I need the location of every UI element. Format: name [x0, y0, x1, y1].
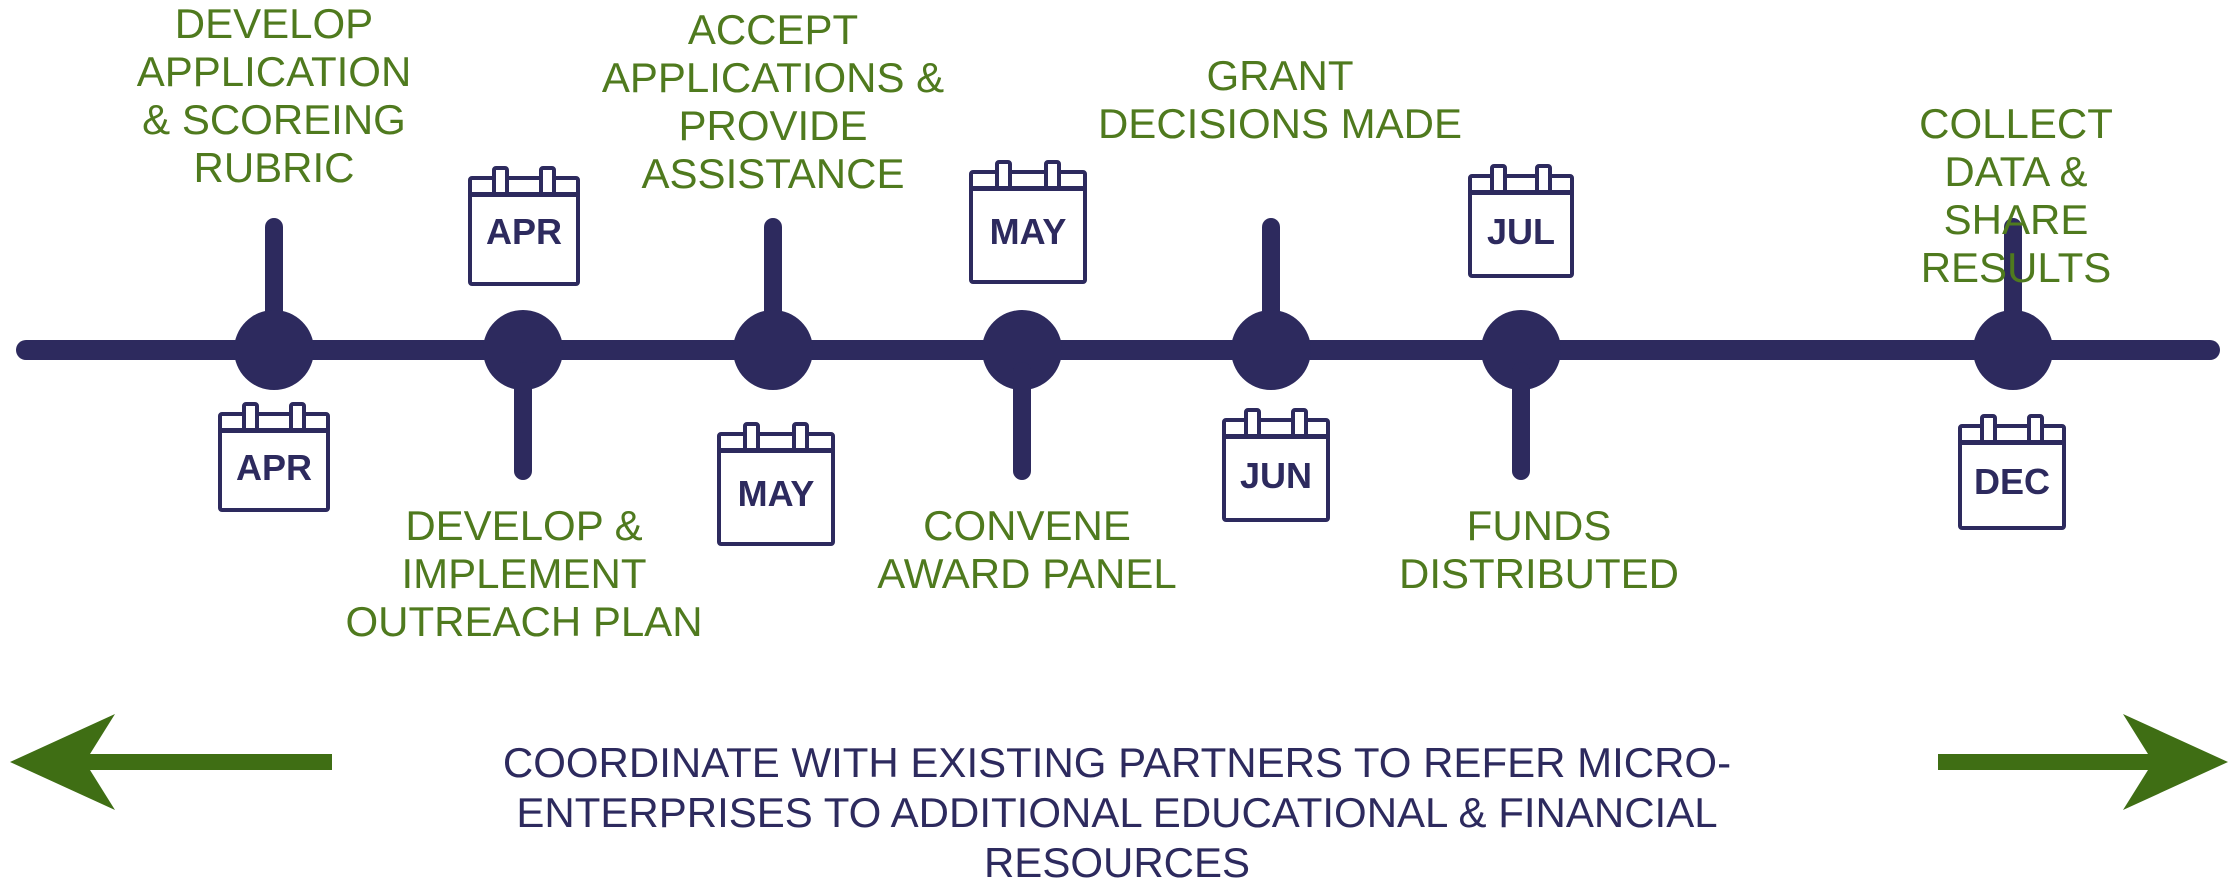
milestone-7-month: DEC: [1973, 461, 2050, 502]
milestone-4-calendar-icon: MAY: [969, 160, 1087, 284]
timeline-axis: [16, 340, 2220, 360]
milestone-7-node: [1973, 310, 2053, 390]
milestone-3-calendar-icon: MAY: [717, 422, 835, 546]
milestone-5-label: GRANT DECISIONS MADE: [1097, 52, 1463, 147]
left-arrow-icon: [10, 714, 332, 810]
milestone-1-label: DEVELOP APPLICATION & SCOREING RUBRIC: [136, 0, 412, 191]
milestone-1-month: APR: [235, 447, 312, 488]
milestone-5-stem: [1262, 218, 1280, 338]
right-arrow-icon: [1938, 714, 2228, 810]
milestone-2-calendar-icon: APR: [468, 166, 580, 286]
milestone-2-month: APR: [485, 211, 562, 252]
milestone-4-stem: [1013, 362, 1031, 480]
milestone-6-stem: [1512, 362, 1530, 480]
milestone-7-calendar-icon: DEC: [1958, 414, 2066, 530]
milestone-6-label: FUNDS DISTRIBUTED: [1398, 502, 1680, 597]
milestone-5-calendar-icon: JUN: [1222, 408, 1330, 522]
milestone-5-month: JUN: [1239, 455, 1313, 496]
milestone-1-stem: [265, 218, 283, 338]
milestone-4-label: CONVENE AWARD PANEL: [877, 502, 1177, 597]
milestone-5-node: [1231, 310, 1311, 390]
footer-text: COORDINATE WITH EXISTING PARTNERS TO REF…: [502, 739, 1732, 886]
milestone-4-month: MAY: [989, 211, 1067, 252]
milestone-3-node: [733, 310, 813, 390]
milestone-7-stem: [2004, 218, 2022, 338]
milestone-3-label: ACCEPT APPLICATIONS & PROVIDE ASSISTANCE: [601, 6, 945, 197]
milestone-1-calendar-icon: APR: [218, 402, 330, 512]
milestone-1-node: [234, 310, 314, 390]
milestone-3-stem: [764, 218, 782, 338]
milestone-2-stem: [514, 362, 532, 480]
milestone-2-label: DEVELOP & IMPLEMENT OUTREACH PLAN: [345, 502, 703, 645]
milestone-3-month: MAY: [737, 473, 815, 514]
milestone-7-label: COLLECT DATA & SHARE RESULTS: [1919, 100, 2113, 291]
milestone-6-month: JUL: [1486, 211, 1555, 252]
milestone-6-calendar-icon: JUL: [1468, 164, 1574, 278]
